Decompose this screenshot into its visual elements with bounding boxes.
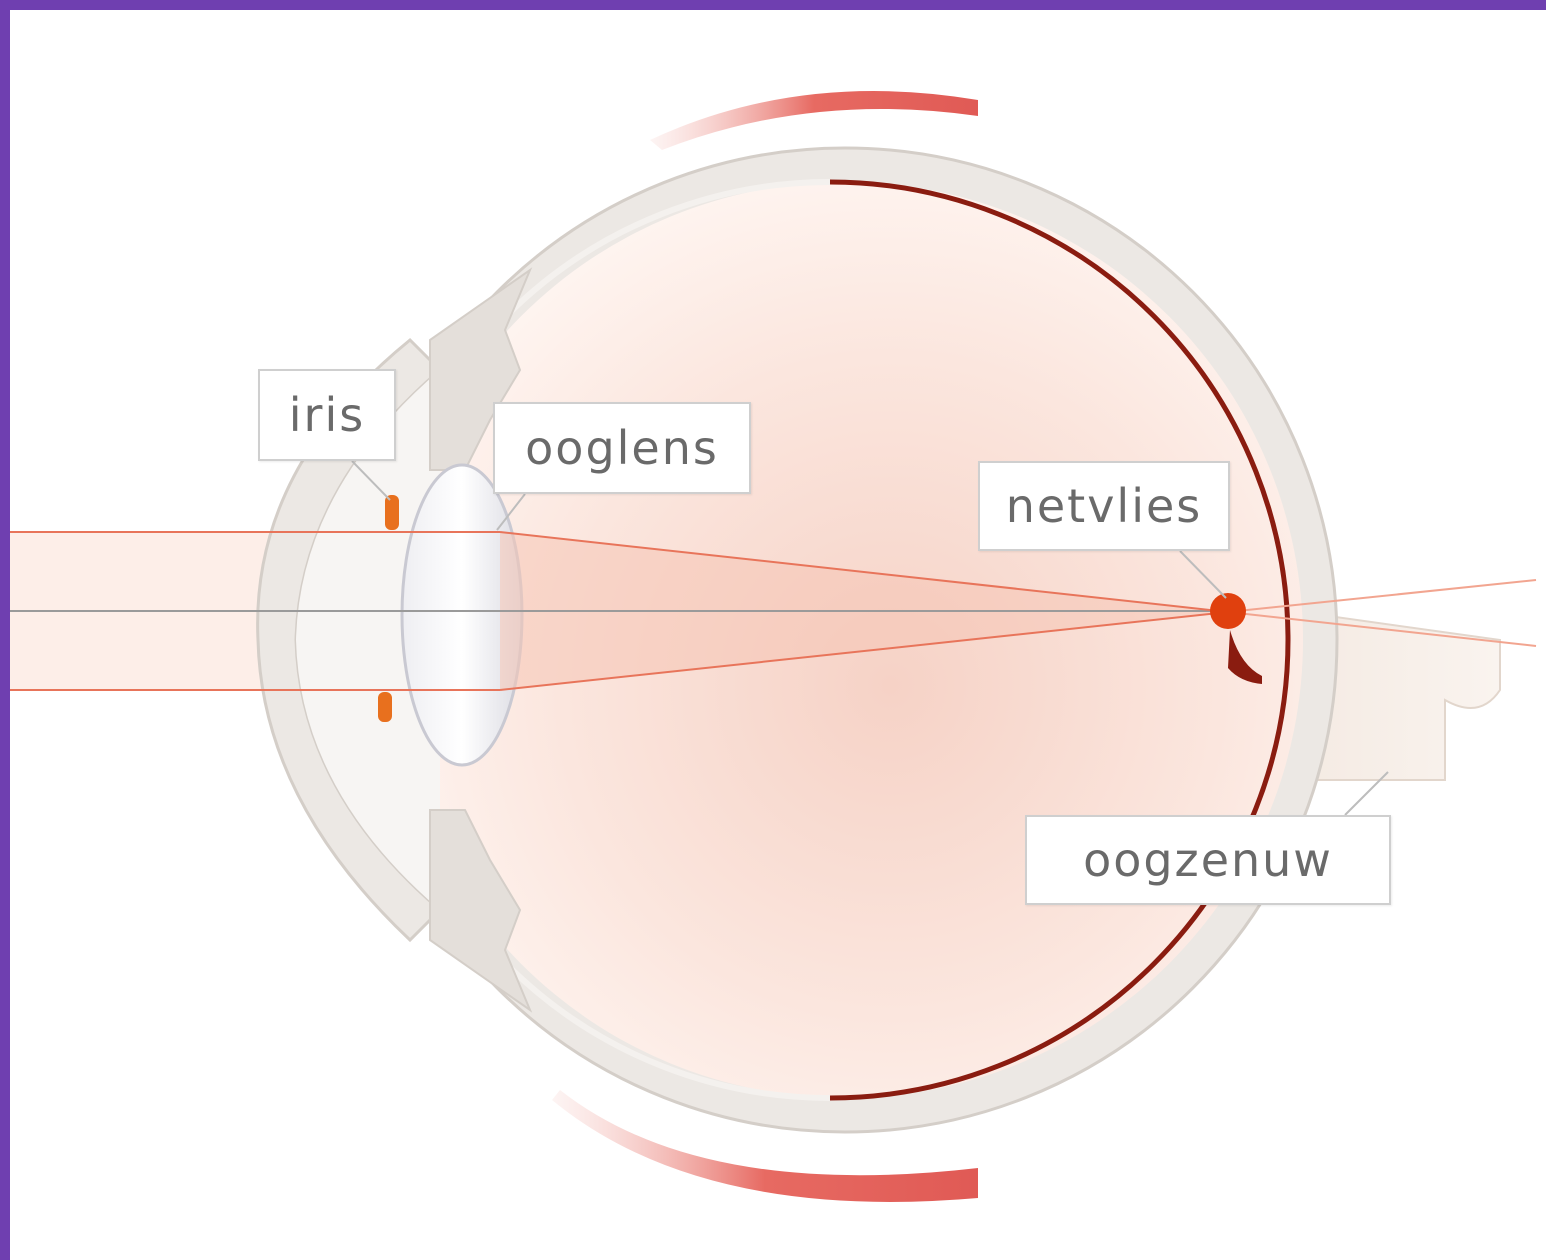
- label-oogzenuw: oogzenuw: [1025, 815, 1391, 905]
- label-ooglens: ooglens: [493, 402, 751, 494]
- focus-point: [1210, 593, 1246, 629]
- label-iris: iris: [258, 369, 396, 461]
- muscle-top: [650, 91, 978, 150]
- iris-bottom: [378, 692, 392, 722]
- label-netvlies: netvlies: [978, 461, 1230, 551]
- iris-top: [385, 495, 399, 530]
